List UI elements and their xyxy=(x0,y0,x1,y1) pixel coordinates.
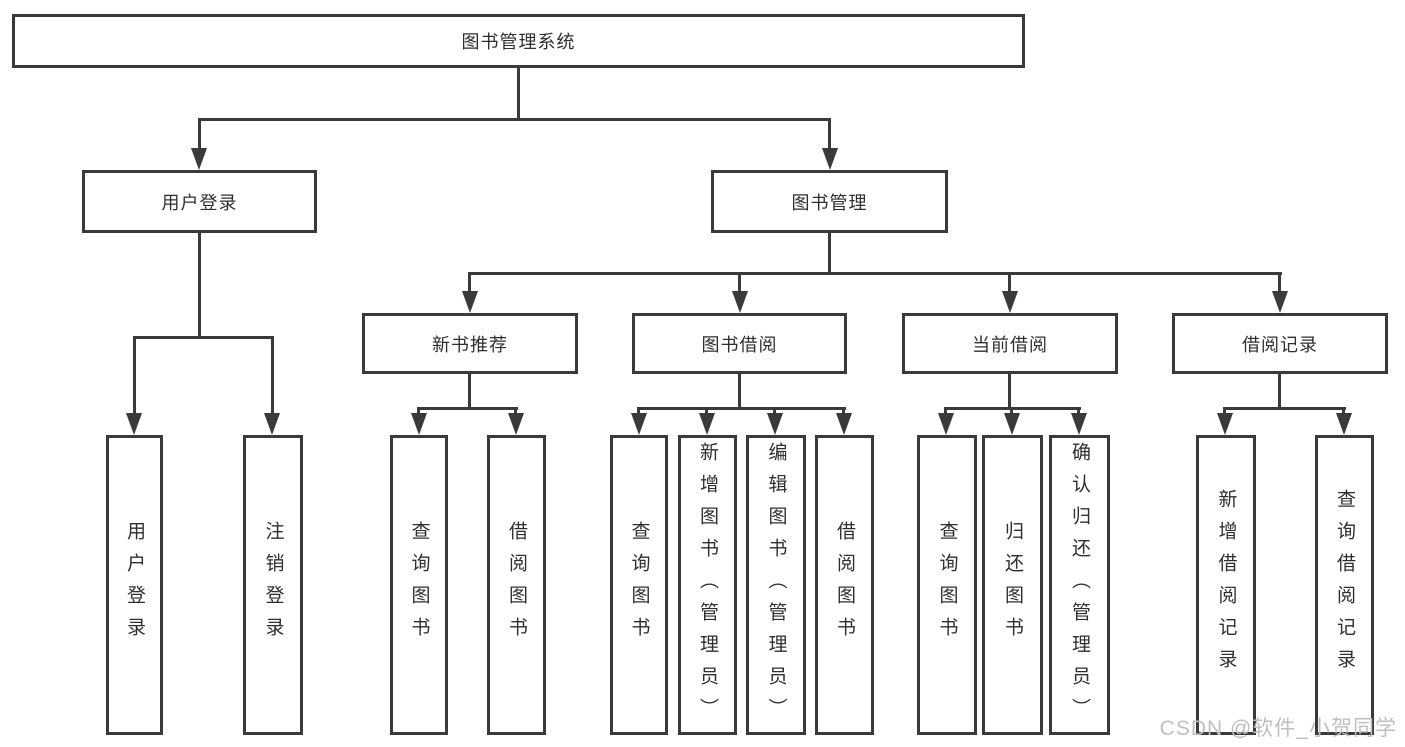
connector-userlogin-stub xyxy=(198,233,201,336)
connector-drop-line xyxy=(1278,272,1281,292)
node-root-library-system: 图书管理系统 xyxy=(12,14,1025,68)
connector-drop-line xyxy=(1008,272,1011,292)
leaf-query-borrow-record: 查询借阅记录 xyxy=(1315,435,1374,735)
arrowhead-down-icon xyxy=(822,148,838,170)
arrowhead-down-icon xyxy=(631,413,647,435)
connector-root-rail xyxy=(198,118,831,121)
connector-drop-line xyxy=(468,272,471,292)
leaf-edit-books-admin: 编辑图书（管理员） xyxy=(746,435,806,735)
leaf-return-books: 归还图书 xyxy=(982,435,1043,735)
connector-drop-line xyxy=(1223,407,1226,416)
connector-current-stub xyxy=(1008,374,1011,410)
arrowhead-down-icon xyxy=(732,291,748,313)
connector-drop-line xyxy=(944,407,947,416)
connector-userlogin-rail xyxy=(133,336,274,339)
leaf-borrow-books-recommend: 借阅图书 xyxy=(487,435,546,735)
arrowhead-down-icon xyxy=(836,413,852,435)
connector-recommend-stub xyxy=(468,374,471,410)
node-book-borrow: 图书借阅 xyxy=(632,313,847,374)
leaf-confirm-return-admin: 确认归还（管理员） xyxy=(1049,435,1110,735)
arrowhead-down-icon xyxy=(767,413,783,435)
leaf-query-books-borrow: 查询图书 xyxy=(610,435,668,735)
connector-drop-line xyxy=(514,407,517,416)
connector-record-stub xyxy=(1278,374,1281,410)
connector-borrow-rail xyxy=(637,407,846,410)
connector-drop-line xyxy=(271,336,274,414)
arrowhead-down-icon xyxy=(191,148,207,170)
leaf-query-books-recommend: 查询图书 xyxy=(390,435,448,735)
node-user-login: 用户登录 xyxy=(82,170,317,233)
connector-drop-line xyxy=(738,272,741,292)
node-borrow-record: 借阅记录 xyxy=(1172,313,1388,374)
connector-drop-line xyxy=(1077,407,1080,416)
connector-drop-line xyxy=(133,336,136,414)
connector-drop-line xyxy=(198,118,201,150)
arrowhead-down-icon xyxy=(264,413,280,435)
arrowhead-down-icon xyxy=(1004,413,1020,435)
arrowhead-down-icon xyxy=(1336,413,1352,435)
connector-drop-line xyxy=(773,407,776,416)
connector-drop-line xyxy=(828,118,831,150)
arrowhead-down-icon xyxy=(1071,413,1087,435)
connector-drop-line xyxy=(417,407,420,416)
arrowhead-down-icon xyxy=(126,413,142,435)
arrowhead-down-icon xyxy=(411,413,427,435)
leaf-query-books-current: 查询图书 xyxy=(917,435,977,735)
arrowhead-down-icon xyxy=(1002,291,1018,313)
leaf-user-login: 用户登录 xyxy=(106,435,163,735)
connector-drop-line xyxy=(1010,407,1013,416)
connector-drop-line xyxy=(637,407,640,416)
connector-drop-line xyxy=(705,407,708,416)
leaf-logout: 注销登录 xyxy=(243,435,303,735)
connector-recommend-rail xyxy=(417,407,518,410)
node-current-borrow: 当前借阅 xyxy=(902,313,1118,374)
connector-record-rail xyxy=(1223,407,1346,410)
arrowhead-down-icon xyxy=(938,413,954,435)
connector-bookmgmt-rail xyxy=(468,272,1282,275)
csdn-watermark: CSDN @软件_小贺同学 xyxy=(1159,717,1397,740)
arrowhead-down-icon xyxy=(699,413,715,435)
connector-borrow-stub xyxy=(738,374,741,410)
connector-root-stub xyxy=(517,68,520,118)
node-new-book-recommend: 新书推荐 xyxy=(362,313,578,374)
connector-drop-line xyxy=(1342,407,1345,416)
arrowhead-down-icon xyxy=(508,413,524,435)
leaf-borrow-books: 借阅图书 xyxy=(815,435,874,735)
arrowhead-down-icon xyxy=(1272,291,1288,313)
leaf-add-borrow-record: 新增借阅记录 xyxy=(1196,435,1256,735)
connector-drop-line xyxy=(842,407,845,416)
arrowhead-down-icon xyxy=(462,291,478,313)
node-book-management: 图书管理 xyxy=(711,170,948,233)
leaf-add-books-admin: 新增图书（管理员） xyxy=(678,435,737,735)
arrowhead-down-icon xyxy=(1217,413,1233,435)
connector-bookmgmt-stub xyxy=(828,233,831,274)
